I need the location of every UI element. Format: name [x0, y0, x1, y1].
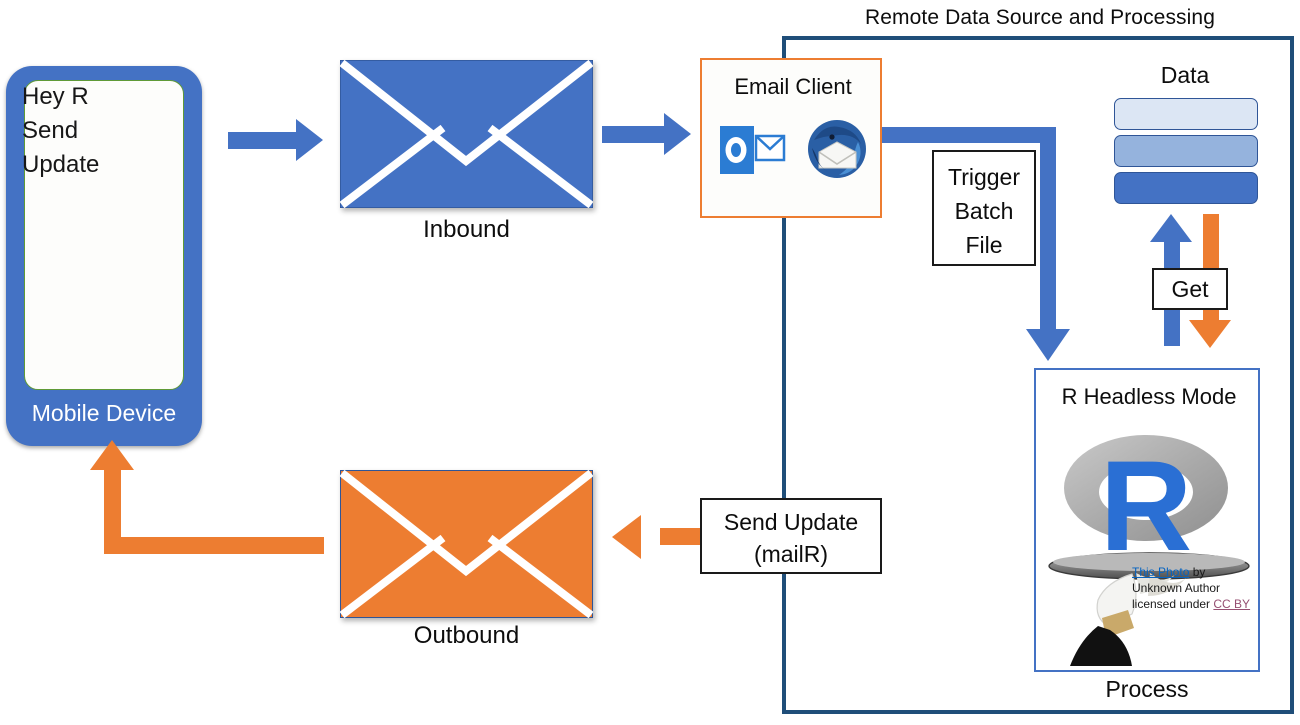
mobile-device-label: Mobile Device [31, 400, 177, 426]
data-bar [1114, 98, 1258, 130]
remote-container-box [782, 36, 1294, 714]
trigger-line-2: Batch [954, 198, 1014, 224]
mobile-device[interactable]: Hey R Send Update Mobile Device [6, 66, 202, 446]
photo-credit: This Photo by Unknown Author licensed un… [1132, 564, 1254, 612]
data-title: Data [1160, 62, 1210, 88]
this-photo-link[interactable]: This Photo [1132, 565, 1190, 579]
email-client-title: Email Client [734, 74, 852, 99]
arrow-outbound-to-mobile-vertical [104, 468, 121, 548]
get-box[interactable]: Get [1152, 268, 1228, 310]
outbound-caption: Outbound [413, 622, 520, 649]
arrow-inbound-to-email-client [602, 126, 664, 143]
arrow-inbound-to-email-client-head [664, 113, 691, 155]
arrow-data-to-process-head [1189, 320, 1231, 348]
send-update-line-1: Send Update [723, 509, 859, 535]
r-headless-mode-title: R Headless Mode [1061, 384, 1237, 409]
arrow-email-client-to-process-head [1026, 329, 1070, 361]
mobile-message-line-3: Update [22, 151, 100, 178]
mobile-screen [24, 80, 184, 390]
arrow-mobile-to-inbound [228, 132, 296, 149]
arrow-mobile-to-inbound-head [296, 119, 323, 161]
r-headless-mode-box[interactable]: R Headless Mode R [1034, 368, 1260, 672]
data-bar [1114, 172, 1258, 204]
process-caption: Process [1105, 676, 1189, 702]
thunderbird-icon[interactable] [806, 118, 868, 185]
arrow-email-client-to-process-horizontal [876, 127, 1056, 143]
trigger-batch-file-box[interactable]: Trigger Batch File [932, 150, 1036, 266]
trigger-line-3: File [965, 232, 1003, 258]
mobile-message-line-2: Send [22, 117, 79, 144]
inbound-envelope-icon [340, 60, 593, 208]
r-logo: R [1036, 414, 1258, 666]
cc-by-link[interactable]: CC BY [1213, 597, 1251, 611]
arrow-sendupdate-to-outbound-head [612, 515, 641, 559]
email-client-box[interactable]: Email Client [700, 58, 882, 218]
arrow-process-to-data-head [1150, 214, 1192, 242]
send-update-mailr-box[interactable]: Send Update (mailR) [700, 498, 882, 574]
arrow-email-client-to-process-vertical [1040, 127, 1056, 329]
arrow-outbound-to-mobile-head [90, 440, 134, 470]
outlook-icon[interactable] [720, 122, 786, 183]
send-update-line-2: (mailR) [753, 541, 829, 567]
data-bar [1114, 135, 1258, 167]
arrow-outbound-to-mobile-horizontal [104, 537, 324, 554]
inbound-caption: Inbound [423, 216, 510, 243]
outbound-envelope-icon [340, 470, 593, 618]
mobile-message: Hey R Send Update [22, 80, 162, 182]
mobile-message-line-1: Hey R [22, 83, 89, 110]
trigger-line-1: Trigger [948, 164, 1020, 190]
photo-credit-mid: by Unknown Author licensed under [1132, 565, 1221, 611]
remote-container-title: Remote Data Source and Processing [865, 6, 1215, 29]
